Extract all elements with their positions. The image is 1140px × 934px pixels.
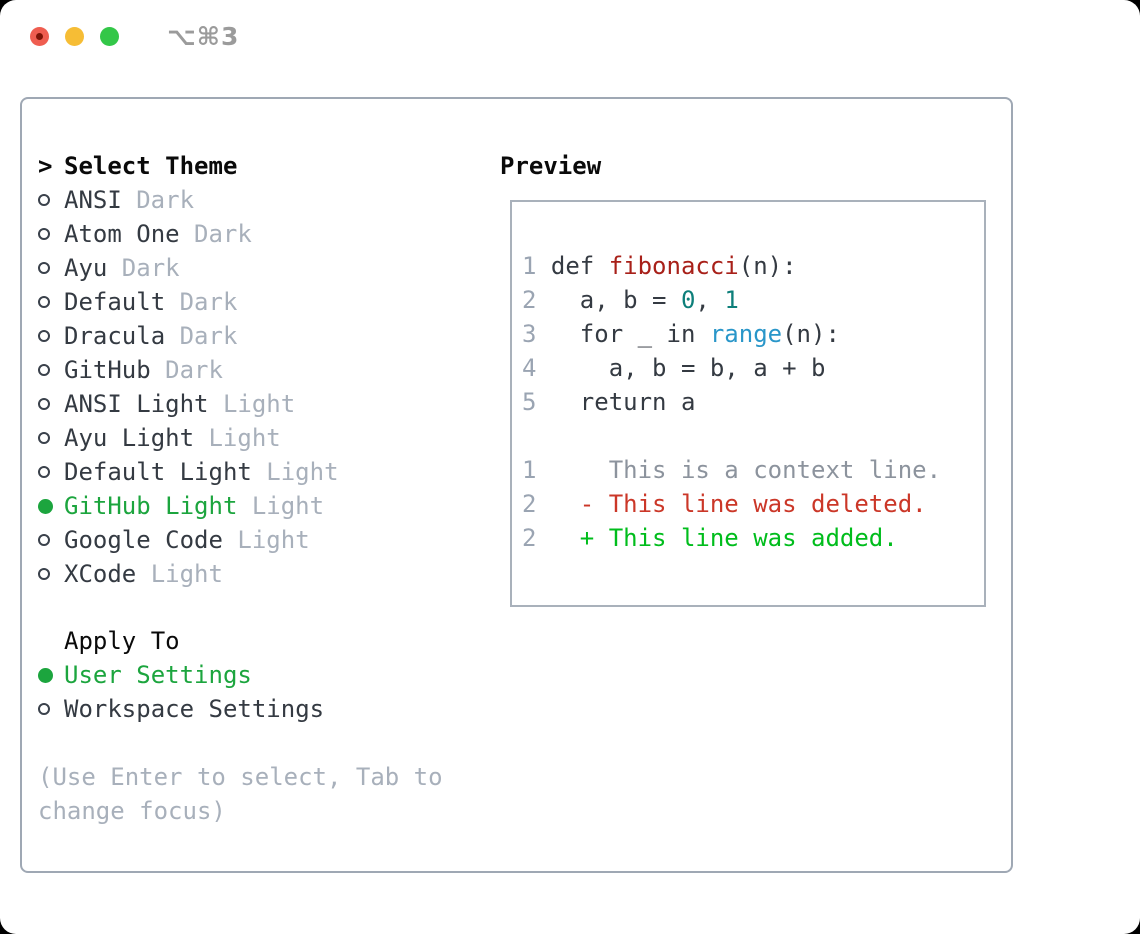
theme-list-header-row: > Select Theme bbox=[38, 149, 498, 183]
radio-icon bbox=[38, 194, 50, 206]
theme-name: GitHub bbox=[64, 356, 151, 384]
theme-option[interactable]: Ayu Light Light bbox=[38, 421, 498, 455]
radio-icon bbox=[38, 432, 50, 444]
apply-to-option[interactable]: Workspace Settings bbox=[38, 692, 498, 726]
theme-option[interactable]: GitHub Light Light bbox=[38, 489, 498, 523]
unsaved-dot-icon bbox=[36, 33, 43, 40]
theme-name: XCode bbox=[64, 560, 137, 588]
code-line: 2 - This line was deleted. bbox=[522, 490, 927, 518]
theme-variant-label: Dark bbox=[165, 356, 223, 384]
theme-option[interactable]: Atom One Dark bbox=[38, 217, 498, 251]
radio-icon bbox=[38, 534, 50, 546]
radio-icon bbox=[38, 398, 50, 410]
theme-name: Atom One bbox=[64, 220, 180, 248]
apply-to-label: Workspace Settings bbox=[64, 695, 325, 723]
theme-variant-label: Dark bbox=[179, 322, 238, 350]
theme-name: Google Code bbox=[64, 526, 223, 554]
radio-icon bbox=[38, 667, 53, 683]
line-number: 4 bbox=[522, 354, 551, 382]
radio-icon bbox=[38, 568, 50, 580]
theme-option[interactable]: Dracula Dark bbox=[38, 319, 498, 353]
line-number: 1 bbox=[522, 252, 551, 280]
code-line: 4 a, b = b, a + b bbox=[522, 354, 826, 382]
theme-variant-label: Dark bbox=[179, 288, 238, 316]
theme-option[interactable]: ANSI Light Light bbox=[38, 387, 498, 421]
theme-name: ANSI Light bbox=[64, 390, 209, 418]
radio-icon bbox=[38, 330, 50, 342]
radio-icon bbox=[38, 228, 50, 240]
code-line: 2 + This line was added. bbox=[522, 524, 898, 552]
apply-to-title: Apply To bbox=[64, 627, 180, 655]
theme-option[interactable]: GitHub Dark bbox=[38, 353, 498, 387]
preview-code: 1 def fibonacci(n): 2 a, b = 0, 1 3 for _ … bbox=[512, 202, 984, 555]
code-line bbox=[522, 419, 984, 453]
theme-list-title: Select Theme bbox=[64, 152, 238, 180]
radio-icon bbox=[38, 498, 53, 514]
theme-option[interactable]: Google Code Light bbox=[38, 523, 498, 557]
theme-variant-label: Dark bbox=[194, 220, 252, 248]
line-number: 2 bbox=[522, 286, 551, 314]
theme-name: Ayu bbox=[64, 254, 108, 282]
theme-name: Default Light bbox=[64, 458, 252, 486]
radio-icon bbox=[38, 703, 50, 715]
code-line: 2 a, b = 0, 1 bbox=[522, 286, 739, 314]
code-line: 5 return a bbox=[522, 388, 696, 416]
zoom-button[interactable] bbox=[100, 27, 119, 46]
theme-variant-label: Light bbox=[150, 560, 223, 588]
theme-option[interactable]: Default Dark bbox=[38, 285, 498, 319]
theme-variant-label: Dark bbox=[136, 186, 195, 214]
preview-title: Preview bbox=[500, 152, 602, 180]
theme-name: GitHub Light bbox=[64, 492, 238, 520]
window-title: ⌥⌘3 bbox=[167, 22, 240, 51]
theme-variant-label: Light bbox=[266, 458, 339, 486]
line-number: 1 bbox=[522, 456, 551, 484]
theme-variant-label: Light bbox=[222, 390, 296, 418]
theme-variant-label: Light bbox=[251, 492, 325, 520]
line-number: 2 bbox=[522, 524, 551, 552]
close-button[interactable] bbox=[30, 27, 49, 46]
radio-icon bbox=[38, 296, 50, 308]
titlebar-traffic-lights bbox=[30, 27, 119, 46]
theme-option[interactable]: XCode Light bbox=[38, 557, 498, 591]
theme-option[interactable]: Ayu Dark bbox=[38, 251, 498, 285]
theme-option[interactable]: Default Light Light bbox=[38, 455, 498, 489]
theme-selector: > Select Theme ANSI Dark Atom One Dark A… bbox=[38, 149, 498, 828]
radio-icon bbox=[38, 466, 50, 478]
radio-icon bbox=[38, 364, 50, 376]
code-line: 1 def fibonacci(n): bbox=[522, 252, 797, 280]
apply-to-option[interactable]: User Settings bbox=[38, 658, 498, 692]
code-line: 1 This is a context line. bbox=[522, 456, 942, 484]
theme-name: Default bbox=[64, 288, 166, 316]
prompt-icon: > bbox=[38, 152, 53, 180]
theme-name: ANSI bbox=[64, 186, 122, 214]
keyboard-hint: (Use Enter to select, Tab to change focu… bbox=[38, 763, 443, 825]
line-number: 3 bbox=[522, 320, 551, 348]
theme-variant-label: Light bbox=[208, 424, 281, 452]
preview-box: 1 def fibonacci(n): 2 a, b = 0, 1 3 for _ … bbox=[510, 200, 986, 607]
apply-to-header-row: Apply To bbox=[38, 624, 498, 658]
theme-name: Ayu Light bbox=[64, 424, 195, 452]
theme-option[interactable]: ANSI Dark bbox=[38, 183, 498, 217]
theme-variant-label: Dark bbox=[121, 254, 180, 282]
theme-variant-label: Light bbox=[237, 526, 310, 554]
code-line: 3 for _ in range(n): bbox=[522, 320, 840, 348]
apply-to-label: User Settings bbox=[64, 661, 252, 689]
radio-icon bbox=[38, 262, 50, 274]
line-number: 5 bbox=[522, 388, 551, 416]
minimize-button[interactable] bbox=[65, 27, 84, 46]
theme-name: Dracula bbox=[64, 322, 166, 350]
line-number: 2 bbox=[522, 490, 551, 518]
